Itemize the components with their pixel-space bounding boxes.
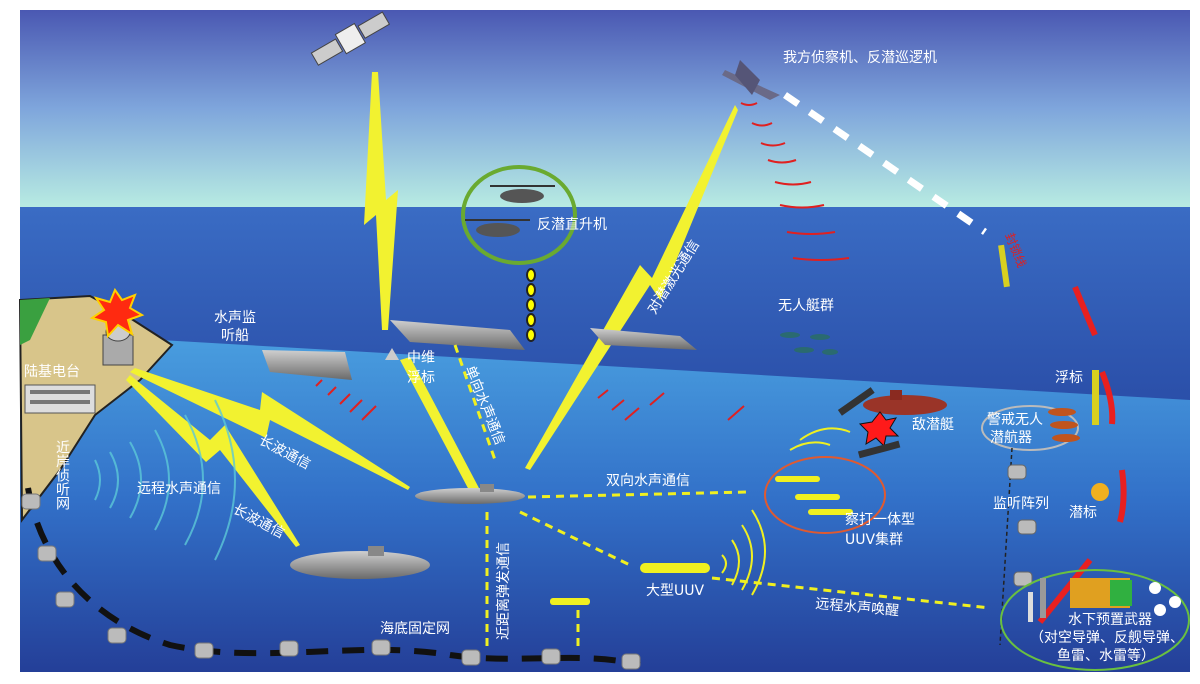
label-guard-uuv-2: 潜航器: [990, 430, 1032, 446]
destroyer-icon: [390, 320, 525, 350]
label-weapons-2: （对空导弹、反舰导弹、: [1030, 630, 1184, 646]
label-coastal-net-text: 近岸侦听网: [54, 440, 70, 511]
torpedo-icons: [837, 387, 901, 459]
comm-links: [126, 72, 738, 547]
sonar-ship-icon: [262, 350, 352, 380]
label-land-station: 陆基电台: [24, 363, 80, 380]
two-way-acoustic-arrow: [527, 490, 749, 499]
enemy-submarine-icon: [863, 390, 947, 415]
subsurface-buoy-icon: [1091, 483, 1109, 501]
satellite-icon: [310, 11, 391, 66]
label-sonar-ship-1: 水声监: [214, 310, 256, 326]
long-wave-bolt-1: [130, 368, 410, 490]
laser-comm-bolt: [525, 105, 738, 470]
one-way-acoustic-arrow: [453, 344, 497, 461]
label-listening-array: 监听阵列: [993, 496, 1049, 512]
relay-buoy-icon: [385, 348, 399, 360]
label-large-uuv: 大型UUV: [646, 583, 704, 599]
satellite-downlink-bolt: [364, 72, 398, 330]
sonar-ship-arcs: [315, 379, 745, 421]
label-short-range-comm: 近距离弹发通信: [495, 542, 512, 640]
uuv-acoustic-arcs: [721, 427, 851, 596]
label-buoy: 浮标: [1055, 370, 1083, 386]
large-uuv-icon: [640, 563, 710, 573]
helicopter-highlight-ring: [461, 165, 577, 265]
uuv-cluster-icons: [775, 476, 853, 515]
label-guard-uuv-1: 警戒无人: [987, 412, 1043, 428]
label-helicopter: 反潜直升机: [537, 216, 607, 233]
explosion-icon: [89, 287, 145, 339]
label-coastal-net: 近岸侦听网: [54, 440, 70, 511]
label-aircraft: 我方侦察机、反潜巡逻机: [783, 49, 937, 66]
friendly-submarine-icon: [415, 484, 525, 504]
label-two-way-acoustic: 双向水声通信: [606, 473, 690, 489]
dipping-sonar-chain: [526, 268, 536, 342]
remote-wakeup-arrow: [711, 576, 991, 610]
radar-arcs: [740, 102, 850, 261]
guard-uuv-ring: [981, 405, 1079, 451]
label-weapons-3: 鱼雷、水雷等）: [1057, 647, 1155, 664]
floating-buoy-icon: [998, 244, 1010, 288]
buoy-icon-right: [1092, 370, 1099, 425]
acoustic-arrows: [453, 344, 991, 648]
label-enemy-sub: 敌潜艇: [912, 417, 954, 433]
preset-weapons-icons: [1028, 578, 1181, 622]
label-relay-buoy-2: 浮标: [407, 370, 435, 386]
frigate-icon: [590, 328, 697, 350]
label-weapons-1: 水下预置武器: [1068, 612, 1152, 628]
label-sonar-ship-2: 听船: [221, 328, 249, 344]
attack-submarine-icon: [290, 546, 430, 579]
building-icon: [24, 384, 96, 414]
seabed-network-nodes: [21, 493, 641, 670]
weapons-ring: [1000, 569, 1190, 671]
label-long-range-acoustic: 远程水声通信: [137, 481, 221, 497]
relay-to-sub-beam: [400, 357, 480, 492]
label-seabed-net: 海底固定网: [380, 621, 450, 637]
label-subsurface-buoy: 潜标: [1069, 505, 1097, 521]
aircraft-to-buoy-dashed-link: [783, 92, 987, 235]
guard-uuv-icons: [1048, 408, 1080, 442]
acoustic-wave-arcs: [94, 399, 236, 561]
underwater: [20, 330, 1190, 672]
listening-array-nodes: [1007, 464, 1037, 587]
small-uuv-icon: [550, 598, 590, 605]
label-relay-buoy-1: 中维: [407, 350, 435, 366]
uuv-cluster-ring: [764, 456, 886, 534]
patrol-aircraft-icon: [722, 60, 780, 100]
long-wave-bolt-2: [126, 375, 300, 547]
land-green: [20, 298, 50, 345]
usv-group-icons: [780, 332, 838, 355]
sky: [20, 10, 1190, 208]
label-usv-group: 无人艇群: [778, 298, 834, 314]
label-uuv-cluster-1: 察打一体型: [845, 511, 915, 528]
label-uuv-cluster-2: UUV集群: [845, 531, 903, 548]
seabed-network-cable: [25, 487, 641, 668]
helicopter-icon: [465, 185, 555, 237]
sub-to-large-uuv-arrow: [519, 510, 631, 567]
